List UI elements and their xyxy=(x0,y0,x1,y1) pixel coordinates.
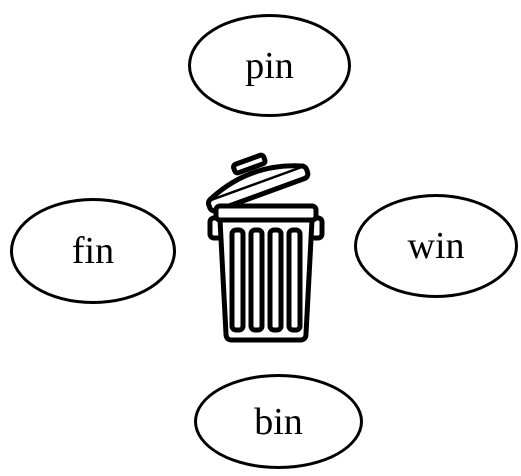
word-oval-bin[interactable]: bin xyxy=(194,374,363,469)
word-label-bin: bin xyxy=(254,400,303,443)
word-label-fin: fin xyxy=(71,230,115,272)
word-oval-fin[interactable]: fin xyxy=(10,198,176,304)
word-label-pin: pin xyxy=(245,44,294,87)
word-label-win: win xyxy=(407,225,465,267)
trash-can-icon xyxy=(205,152,325,343)
word-oval-pin[interactable]: pin xyxy=(188,14,351,117)
word-oval-win[interactable]: win xyxy=(354,194,518,298)
